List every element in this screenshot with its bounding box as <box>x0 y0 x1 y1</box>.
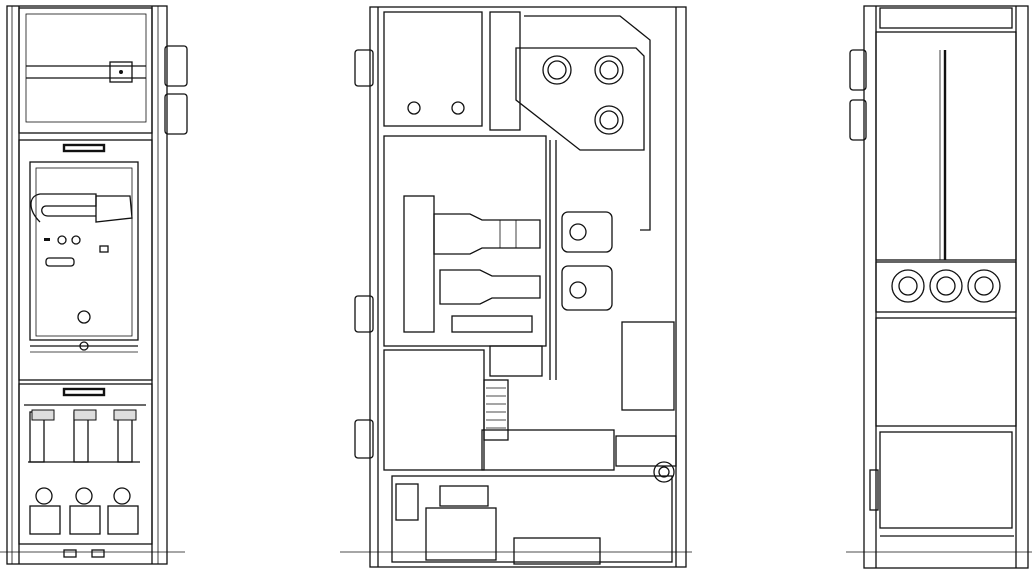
cable-compartment-section <box>354 321 677 565</box>
front-view <box>0 5 188 565</box>
section-view <box>340 6 692 568</box>
busbar-compartment-section <box>354 11 651 231</box>
rear-view <box>846 5 1032 569</box>
rear-cable-bushings <box>875 261 1017 313</box>
cable-compartment-front <box>18 383 153 558</box>
rear-lower-panels <box>869 317 1017 537</box>
breaker-compartment-front <box>18 139 153 381</box>
rear-upper-panel <box>849 7 1017 261</box>
current-transformers-section <box>549 140 613 380</box>
breaker-compartment-section <box>354 135 547 377</box>
busbar-compartment-front <box>18 7 188 135</box>
